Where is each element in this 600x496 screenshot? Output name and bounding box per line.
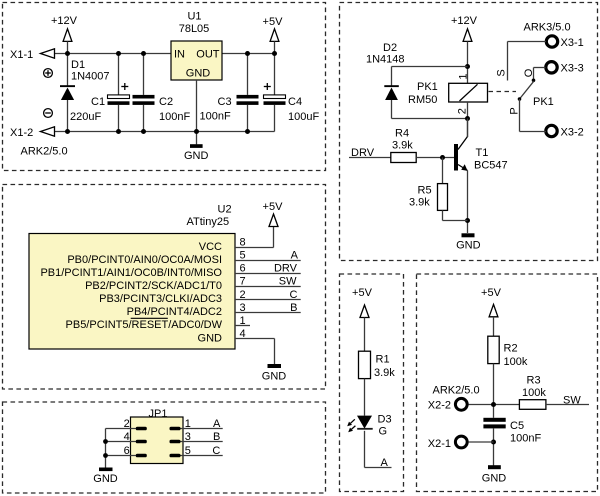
svg-text:S: S: [496, 69, 508, 76]
svg-text:PB2/PCINT2/SCK/ADC1/T0: PB2/PCINT2/SCK/ADC1/T0: [85, 280, 222, 292]
svg-text:3.9k: 3.9k: [374, 367, 395, 379]
svg-text:C4: C4: [288, 96, 302, 108]
svg-text:ARK2/5.0: ARK2/5.0: [21, 146, 68, 158]
svg-text:C2: C2: [159, 96, 173, 108]
svg-text:100k: 100k: [504, 356, 528, 368]
svg-text:DRV: DRV: [274, 263, 298, 275]
svg-text:SW: SW: [279, 276, 297, 288]
svg-text:B: B: [290, 302, 297, 314]
svg-text:R1: R1: [376, 354, 390, 366]
svg-text:GND: GND: [262, 370, 287, 382]
svg-text:1: 1: [457, 73, 469, 79]
svg-text:3.9k: 3.9k: [409, 197, 430, 209]
svg-text:3.9k: 3.9k: [392, 140, 413, 152]
svg-text:+5V: +5V: [263, 201, 284, 213]
svg-text:PB5/PCINT5/RESET/ADC0/DW: PB5/PCINT5/RESET/ADC0/DW: [66, 319, 223, 331]
svg-text:R5: R5: [418, 185, 432, 197]
svg-text:100nF: 100nF: [200, 110, 231, 122]
svg-text:GND: GND: [186, 68, 211, 80]
svg-text:GND: GND: [184, 150, 209, 162]
svg-text:100nF: 100nF: [159, 111, 190, 123]
svg-text:T1: T1: [476, 147, 489, 159]
svg-text:R3: R3: [527, 375, 541, 387]
svg-text:C1: C1: [91, 96, 105, 108]
svg-text:+5V: +5V: [352, 287, 373, 299]
svg-text:GND: GND: [93, 473, 118, 485]
svg-text:VCC: VCC: [199, 241, 222, 253]
svg-text:O: O: [523, 68, 535, 77]
svg-text:1: 1: [185, 418, 191, 430]
svg-text:X2-2: X2-2: [428, 400, 451, 412]
svg-text:X1-2: X1-2: [10, 127, 33, 139]
svg-text:OUT: OUT: [196, 49, 220, 61]
svg-text:78L05: 78L05: [179, 23, 210, 35]
svg-text:PB0/PCINT0/AIN0/OC0A/MOSI: PB0/PCINT0/AIN0/OC0A/MOSI: [67, 254, 222, 266]
svg-text:4: 4: [124, 431, 130, 443]
svg-text:PB1/PCINT1/AIN1/OC0B/INT0/MISO: PB1/PCINT1/AIN1/OC0B/INT0/MISO: [40, 267, 222, 279]
svg-text:P: P: [509, 107, 521, 114]
svg-text:1: 1: [240, 315, 246, 327]
svg-text:SW: SW: [563, 394, 581, 406]
svg-text:5: 5: [240, 250, 246, 262]
svg-text:BC547: BC547: [474, 160, 508, 172]
svg-text:G: G: [379, 426, 388, 438]
svg-text:ARK3/5.0: ARK3/5.0: [524, 21, 571, 33]
svg-text:A: A: [381, 457, 389, 469]
svg-text:A: A: [213, 418, 221, 430]
svg-text:X3-2: X3-2: [561, 127, 584, 139]
svg-text:U1: U1: [187, 11, 201, 23]
svg-text:2: 2: [457, 108, 469, 114]
svg-text:GND: GND: [198, 332, 223, 344]
svg-text:100uF: 100uF: [288, 111, 319, 123]
svg-text:+5V: +5V: [263, 16, 284, 28]
svg-text:6: 6: [124, 445, 130, 457]
svg-text:1N4007: 1N4007: [71, 71, 110, 83]
svg-text:PB3/PCINT3/CLKI/ADC3: PB3/PCINT3/CLKI/ADC3: [99, 293, 222, 305]
svg-text:C3: C3: [218, 96, 232, 108]
svg-text:6: 6: [240, 263, 246, 275]
svg-text:X3-1: X3-1: [561, 37, 584, 49]
svg-text:D1: D1: [71, 59, 85, 71]
svg-text:5: 5: [185, 445, 191, 457]
svg-text:D3: D3: [378, 414, 392, 426]
svg-text:3: 3: [185, 431, 191, 443]
svg-text:B: B: [213, 431, 220, 443]
svg-text:RM50: RM50: [408, 94, 437, 106]
svg-text:D2: D2: [383, 42, 397, 54]
svg-text:X1-1: X1-1: [10, 49, 33, 61]
svg-text:R2: R2: [504, 343, 518, 355]
svg-text:+12V: +12V: [451, 15, 478, 27]
svg-text:2: 2: [124, 418, 130, 430]
svg-text:PK1: PK1: [533, 96, 554, 108]
svg-text:DRV: DRV: [351, 147, 375, 159]
svg-text:ATtiny25: ATtiny25: [187, 216, 230, 228]
svg-text:C: C: [290, 289, 298, 301]
svg-text:C: C: [212, 445, 220, 457]
svg-text:X2-1: X2-1: [428, 438, 451, 450]
svg-text:ARK2/5.0: ARK2/5.0: [433, 385, 480, 397]
svg-text:8: 8: [240, 237, 246, 249]
svg-text:+12V: +12V: [51, 15, 78, 27]
svg-text:220uF: 220uF: [70, 111, 101, 123]
svg-text:100nF: 100nF: [510, 433, 541, 445]
svg-text:U2: U2: [218, 204, 232, 216]
svg-text:X3-3: X3-3: [561, 63, 584, 75]
svg-text:+5V: +5V: [481, 287, 502, 299]
svg-text:R4: R4: [395, 128, 409, 140]
svg-text:7: 7: [240, 276, 246, 288]
svg-text:IN: IN: [174, 49, 185, 61]
svg-text:A: A: [291, 250, 299, 262]
svg-text:1N4148: 1N4148: [366, 54, 405, 66]
svg-text:PB4/PCINT4/ADC2: PB4/PCINT4/ADC2: [127, 306, 222, 318]
svg-text:C5: C5: [510, 420, 524, 432]
svg-text:PK1: PK1: [417, 81, 438, 93]
svg-text:100k: 100k: [522, 387, 546, 399]
svg-text:GND: GND: [482, 473, 507, 485]
svg-text:3: 3: [240, 302, 246, 314]
svg-text:4: 4: [240, 328, 246, 340]
svg-text:GND: GND: [456, 240, 481, 252]
svg-text:2: 2: [240, 289, 246, 301]
